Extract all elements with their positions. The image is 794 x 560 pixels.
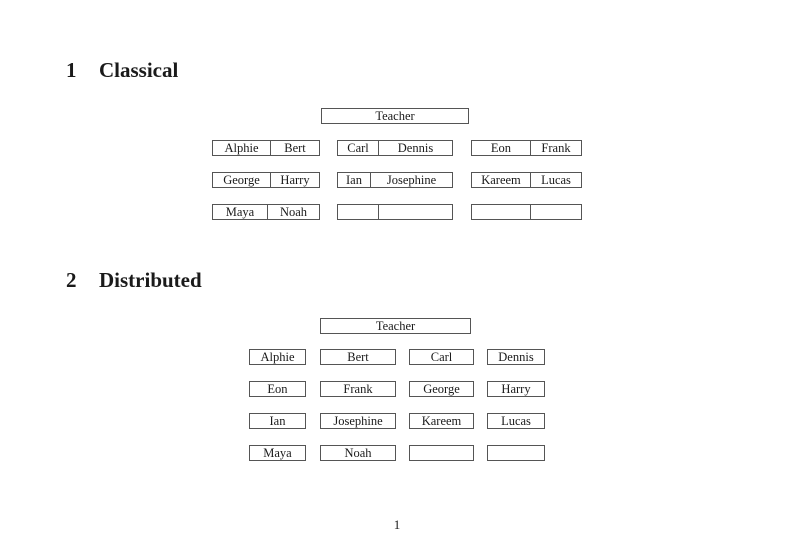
seat-box-empty — [487, 445, 545, 461]
seat-cell: Harry — [280, 172, 310, 187]
seat-cell: Maya — [213, 205, 268, 219]
desk-box: Carl Dennis — [337, 140, 453, 156]
seat-cell-empty — [379, 205, 452, 219]
seat-box: Maya — [249, 445, 306, 461]
seat-box: George — [409, 381, 474, 397]
section-heading-classical: 1 Classical — [66, 60, 178, 81]
seat-box: Dennis — [487, 349, 545, 365]
desk-box-empty — [471, 204, 582, 220]
seat-cell: George — [213, 173, 271, 187]
seat-box: Carl — [409, 349, 474, 365]
seat-cell: Dennis — [397, 140, 434, 155]
desk-box: Kareem Lucas — [471, 172, 582, 188]
seat-box: Eon — [249, 381, 306, 397]
seat-box: Harry — [487, 381, 545, 397]
section-number: 1 — [66, 58, 77, 82]
desk-box: Eon Frank — [471, 140, 582, 156]
seat-box: Alphie — [249, 349, 306, 365]
section-number: 2 — [66, 268, 77, 292]
seat-cell: Alphie — [213, 141, 271, 155]
seat-cell-empty — [472, 205, 531, 219]
seat-cell: Bert — [284, 140, 306, 155]
section-heading-distributed: 2 Distributed — [66, 270, 202, 291]
desk-box: Maya Noah — [212, 204, 320, 220]
seat-cell: Josephine — [386, 172, 437, 187]
seat-box: Ian — [249, 413, 306, 429]
seat-cell-empty — [531, 205, 581, 219]
seat-cell-empty — [338, 205, 379, 219]
seat-box: Bert — [320, 349, 396, 365]
seat-box: Noah — [320, 445, 396, 461]
seat-box: Kareem — [409, 413, 474, 429]
seat-cell: Lucas — [541, 172, 571, 187]
section-title: Classical — [99, 58, 179, 82]
seat-box: Josephine — [320, 413, 396, 429]
seat-box: Lucas — [487, 413, 545, 429]
section-title: Distributed — [99, 268, 202, 292]
seat-box-empty — [409, 445, 474, 461]
seat-cell: Noah — [279, 204, 308, 219]
desk-box: George Harry — [212, 172, 320, 188]
desk-box-empty — [337, 204, 453, 220]
seat-box: Frank — [320, 381, 396, 397]
seat-cell: Ian — [338, 173, 371, 187]
desk-box: Alphie Bert — [212, 140, 320, 156]
seat-cell: Frank — [541, 140, 571, 155]
page-number: 1 — [393, 517, 401, 532]
teacher-box: Teacher — [321, 108, 469, 124]
teacher-box: Teacher — [320, 318, 471, 334]
seat-cell: Eon — [472, 141, 531, 155]
desk-box: Ian Josephine — [337, 172, 453, 188]
seat-cell: Kareem — [472, 173, 531, 187]
seat-cell: Carl — [338, 141, 379, 155]
